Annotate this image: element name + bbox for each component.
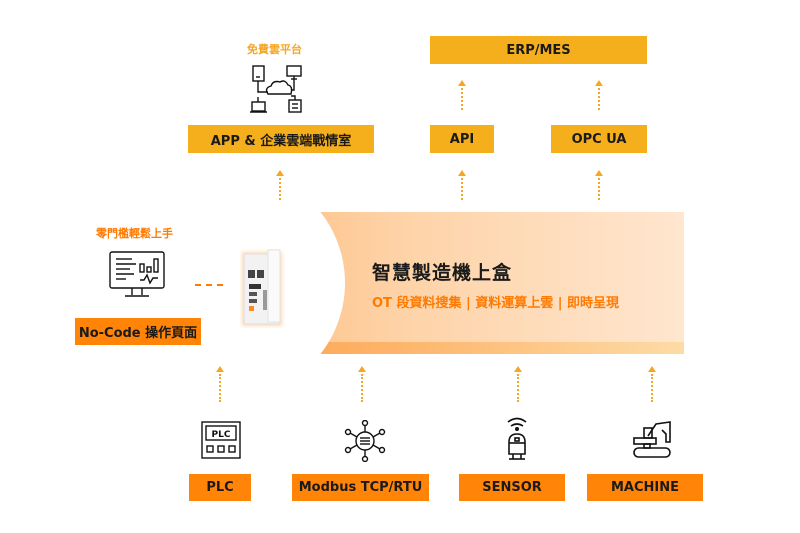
nocode-caption: 零門檻輕鬆上手: [96, 227, 173, 240]
arrow-modbus: [357, 366, 367, 402]
dashed-connector: [195, 284, 223, 286]
arrow-machine: [647, 366, 657, 402]
network-hub-icon: [344, 420, 386, 462]
network-cloud-icon: [250, 65, 302, 113]
svg-text:PLC: PLC: [212, 430, 231, 440]
source-box-sensor: SENSOR: [459, 474, 565, 501]
arrow-api-to-erp: [457, 80, 467, 110]
erp-mes-box: ERP/MES: [430, 36, 647, 64]
opc-ua-box: OPC UA: [551, 125, 647, 153]
edge-gateway-device: [242, 249, 282, 326]
sensor-icon: [507, 417, 527, 460]
arrow-sensor: [513, 366, 523, 402]
cloud-platform-caption: 免費雲平台: [247, 43, 302, 56]
excavator-icon: [633, 421, 671, 458]
source-box-machine: MACHINE: [587, 474, 703, 501]
arrow-to-app: [275, 170, 285, 200]
source-box-modbus: Modbus TCP/RTU: [292, 474, 429, 501]
center-title: 智慧製造機上盒: [372, 262, 513, 284]
arrow-to-opcua: [594, 170, 604, 200]
arrow-plc: [215, 366, 225, 402]
arrow-to-api: [457, 170, 467, 200]
app-dashboard-box: APP & 企業雲端戰情室: [188, 125, 374, 153]
plc-icon: PLC: [201, 421, 241, 459]
monitor-dashboard-icon: [109, 251, 165, 297]
nocode-box: No-Code 操作頁面: [75, 318, 201, 345]
source-box-plc: PLC: [189, 474, 251, 501]
arrow-opcua-to-erp: [594, 80, 604, 110]
api-box: API: [430, 125, 494, 153]
center-subtitle: OT 段資料搜集 | 資料運算上雲 | 即時呈現: [372, 296, 620, 311]
